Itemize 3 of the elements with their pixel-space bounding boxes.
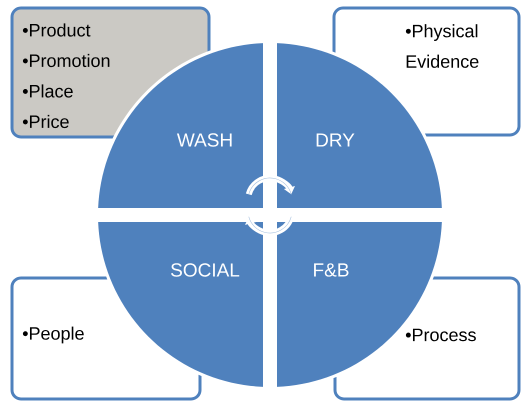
quadrant-sector: SOCIAL	[98, 222, 263, 387]
curved-arrow	[246, 175, 295, 196]
curved-arrow	[245, 216, 294, 236]
